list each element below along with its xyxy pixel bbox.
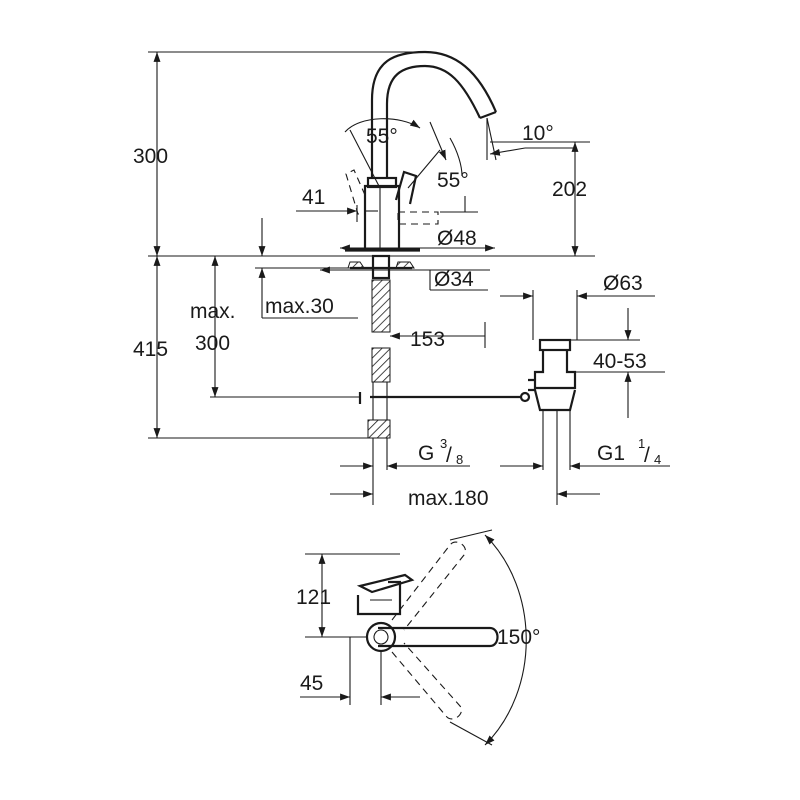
label-g-inlet-slash: / (446, 444, 452, 467)
label-55-right: 55° (437, 169, 469, 192)
dimension-labels: 300 415 max. 300 max.30 41 55° 55° 10° 2… (133, 122, 661, 695)
lever-handle (394, 170, 418, 205)
mounting-washer (347, 261, 365, 269)
label-g1-waste-den: 4 (654, 452, 661, 467)
label-max-30: max.30 (265, 295, 334, 318)
faucet-top-view (300, 529, 527, 746)
label-d34: Ø34 (434, 268, 474, 291)
spout-inner (385, 64, 481, 178)
spout-tip (479, 110, 497, 120)
faucet-side-view (345, 50, 531, 439)
label-g-inlet-den: 8 (456, 452, 463, 467)
label-max-180: max.180 (408, 487, 489, 510)
dimension-lines (148, 51, 670, 505)
body-collar (366, 176, 398, 189)
label-41: 41 (302, 186, 325, 209)
label-10-deg: 10° (522, 122, 554, 145)
label-55-left: 55° (366, 125, 398, 148)
label-g-inlet: G (418, 442, 434, 465)
label-415: 415 (133, 338, 168, 361)
label-g-inlet-num: 3 (440, 436, 447, 451)
label-max: max. (190, 300, 236, 323)
waste-body (533, 350, 577, 390)
top-body (356, 580, 402, 616)
flex-hose-lower (371, 347, 391, 383)
label-121: 121 (296, 586, 331, 609)
label-202: 202 (552, 178, 587, 201)
label-g1-waste-num: 1 (638, 436, 645, 451)
cartridge-dashed (397, 211, 439, 225)
label-g1-waste-slash: / (644, 444, 650, 467)
label-300-top: 300 (133, 145, 168, 168)
label-150-deg: 150° (497, 626, 540, 649)
label-40-53: 40-53 (593, 350, 647, 373)
label-45: 45 (300, 672, 323, 695)
faucet-body (363, 184, 401, 252)
label-d48: Ø48 (437, 227, 477, 250)
lever-swing-up (391, 541, 466, 631)
label-max-300: 300 (195, 332, 230, 355)
lever-swing-down (391, 642, 462, 720)
label-g1-waste: G1 (597, 442, 625, 465)
waste-flange (538, 338, 572, 352)
label-d63: Ø63 (603, 272, 643, 295)
flex-hose-upper (371, 279, 391, 333)
label-153: 153 (410, 328, 445, 351)
waste-side-view (528, 338, 577, 470)
lever-handle-tilted (345, 169, 366, 215)
hose-nut (367, 419, 391, 439)
